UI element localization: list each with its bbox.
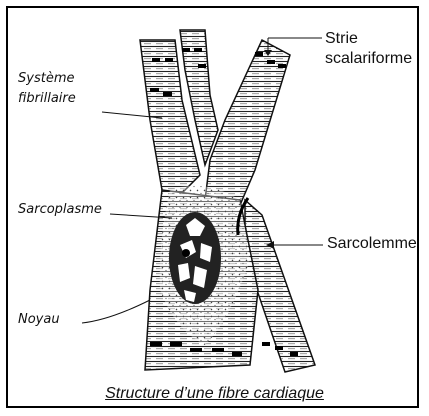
label-strie-line1: Strie: [325, 30, 358, 48]
figure-caption: Structure d’une fibre cardiaque: [0, 385, 429, 403]
nucleus: [169, 212, 221, 304]
label-strie-line2: scalariforme: [325, 50, 412, 68]
label-noyau: Noyau: [18, 313, 60, 328]
label-sarcolemme: Sarcolemme: [327, 235, 417, 253]
label-systeme-line2: fibrillaire: [18, 92, 76, 107]
label-systeme-line1: Système: [18, 72, 74, 87]
label-sarcoplasme: Sarcoplasme: [18, 203, 102, 218]
